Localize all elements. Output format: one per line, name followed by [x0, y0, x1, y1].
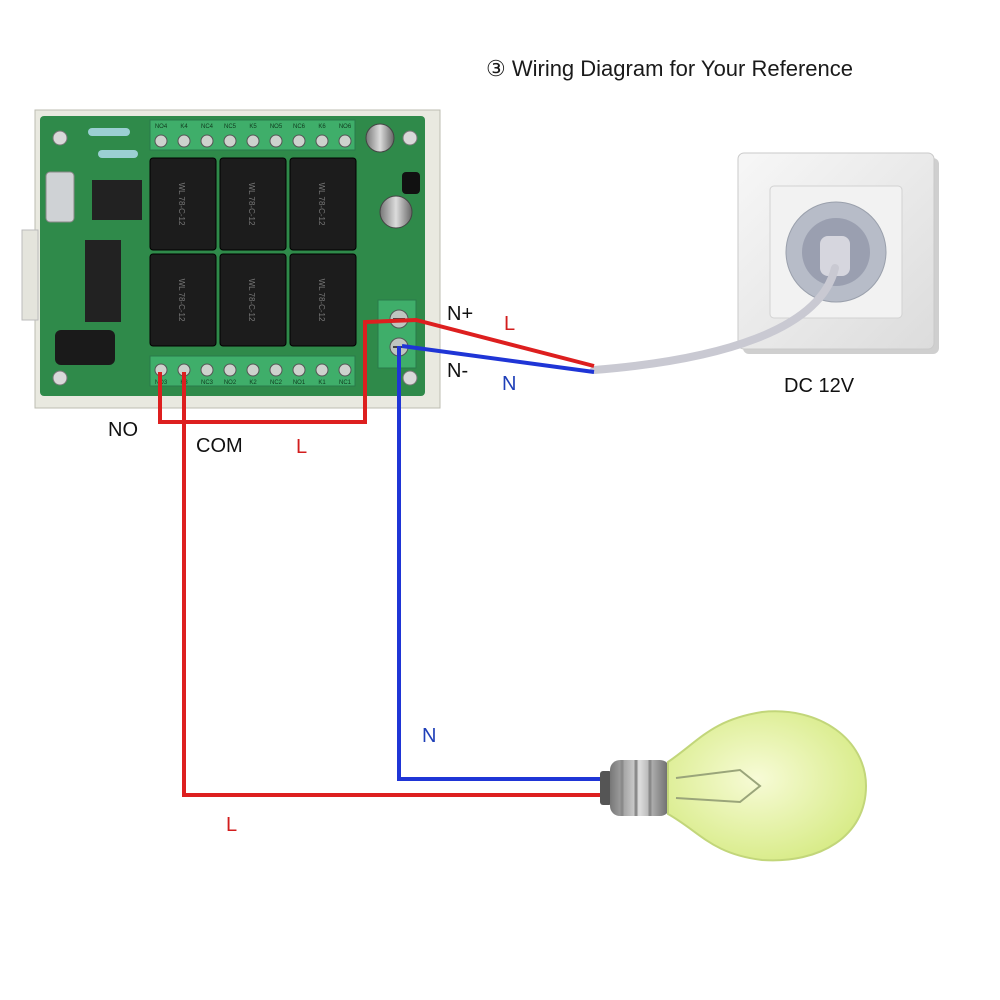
bulb-glass [667, 710, 868, 862]
top-terminal-labels: NO4 K4 NC4 NC5 K5 NO5 NC6 K6 NO6 [155, 124, 352, 130]
label-power-l: L [504, 313, 516, 335]
ic-chip-left [85, 240, 121, 322]
capacitor-1 [365, 123, 395, 153]
relay [149, 253, 217, 347]
resistor-1 [88, 128, 130, 136]
bottom-terminal-label: NC3 [201, 380, 214, 386]
bottom-terminal-screw [200, 363, 214, 377]
bottom-terminal-screw [246, 363, 260, 377]
side-connector [21, 229, 39, 321]
relay [289, 157, 357, 251]
relay-label: WL 78-C-12 [247, 183, 256, 226]
diagram-title: ③ Wiring Diagram for Your Reference [486, 56, 853, 81]
transistor [402, 172, 420, 194]
plug-collar [820, 236, 850, 276]
top-terminal-label: NO5 [270, 124, 283, 130]
crystal [45, 171, 75, 223]
bottom-terminal-label: NO2 [224, 380, 237, 386]
label-lamp-l: L [226, 814, 238, 836]
wire-l-com-to-lamp [182, 372, 608, 797]
label-power-source: DC 12V [784, 375, 855, 397]
top-terminal-screw [292, 134, 306, 148]
resistor-2 [98, 150, 138, 158]
mount-hole-tl [52, 130, 68, 146]
top-terminal-label: K5 [249, 124, 257, 130]
wire-l-power-to-socket [158, 317, 595, 424]
top-terminal-label: NC5 [224, 124, 237, 130]
mount-hole-tr [402, 130, 418, 146]
top-terminal-label: NC6 [293, 124, 306, 130]
relay-label: WL 78-C-12 [317, 279, 326, 322]
bottom-terminal-label: NC2 [270, 380, 283, 386]
wire-n-board-to-lamp [397, 346, 608, 781]
capacitor-2 [379, 195, 413, 229]
bottom-terminal-screw [315, 363, 329, 377]
top-terminal-screw [269, 134, 283, 148]
relay-grid: WL 78-C-12 WL 78-C-12 WL 78-C-12 WL 78-C-12… [149, 157, 357, 347]
relay-label: WL 78-C-12 [177, 183, 186, 226]
bottom-terminal-label: K2 [249, 380, 257, 386]
ic-chip-top [92, 180, 142, 220]
relay [219, 157, 287, 251]
top-terminal-screws [154, 134, 352, 148]
relay [149, 157, 217, 251]
bulb-screw-base [610, 760, 670, 816]
cable-gray [590, 264, 839, 374]
mount-hole-br [402, 370, 418, 386]
relay-label: WL 78-C-12 [317, 183, 326, 226]
light-bulb-icon [600, 710, 868, 862]
bottom-terminal-screws [154, 363, 352, 377]
top-terminal-label: NO4 [155, 124, 168, 130]
mount-hole-bl [52, 370, 68, 386]
relay-label: WL 78-C-12 [247, 279, 256, 322]
label-power-n: N [502, 373, 517, 395]
antenna-coil [55, 330, 115, 365]
bottom-terminal-screw [338, 363, 352, 377]
label-relay-no: NO [108, 419, 138, 441]
label-n-plus: N+ [447, 303, 474, 325]
top-terminal-label: K6 [318, 124, 326, 130]
top-terminal-screw [177, 134, 191, 148]
relay-label: WL 78-C-12 [177, 279, 186, 322]
top-terminal-screw [223, 134, 237, 148]
bottom-terminal-label: NO1 [293, 380, 306, 386]
top-terminal-screw [200, 134, 214, 148]
bulb-filament [675, 768, 762, 804]
label-lamp-n: N [422, 725, 437, 747]
label-relay-com: COM [196, 435, 243, 457]
wall-socket-icon [737, 152, 939, 354]
bottom-terminal-label: K1 [318, 380, 326, 386]
bottom-terminal-label: NC1 [339, 380, 352, 386]
top-terminal-label: K4 [180, 124, 188, 130]
bulb-contact [600, 771, 612, 805]
top-terminal-screw [246, 134, 260, 148]
bottom-terminal-screw [223, 363, 237, 377]
relay [219, 253, 287, 347]
wires [158, 264, 839, 797]
top-terminal-label: NC4 [201, 124, 214, 130]
top-terminal-screw [315, 134, 329, 148]
label-n-minus: N- [447, 360, 469, 382]
top-terminal-label: NO6 [339, 124, 352, 130]
wire-n-power-to-socket [401, 344, 595, 374]
top-terminal-screw [154, 134, 168, 148]
bottom-terminal-screw [292, 363, 306, 377]
label-relay-l: L [296, 436, 308, 458]
relay [289, 253, 357, 347]
bottom-terminal-screw [269, 363, 283, 377]
top-terminal-screw [338, 134, 352, 148]
